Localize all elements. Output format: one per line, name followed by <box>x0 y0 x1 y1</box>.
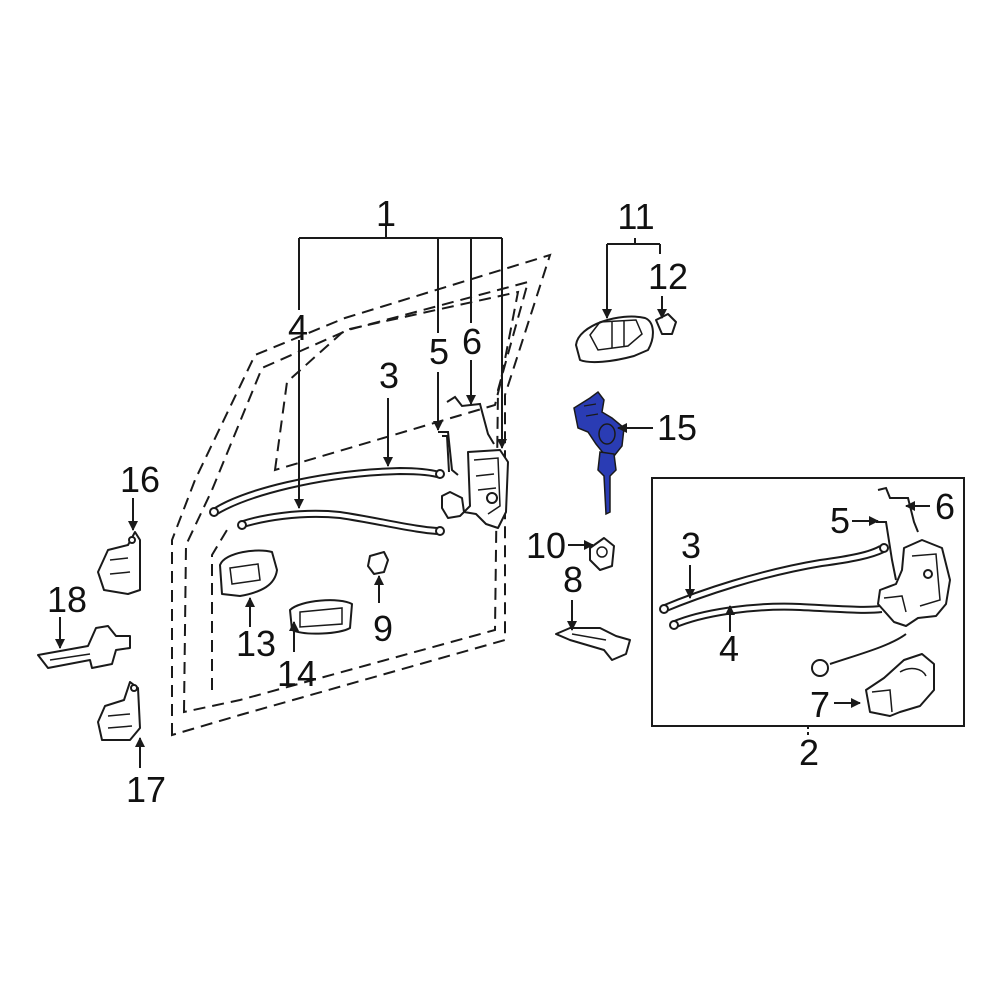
part-1-lock-assembly <box>441 449 509 529</box>
callout-12: 12 <box>648 256 688 297</box>
part-18-check <box>37 625 131 669</box>
part-17-hinge <box>97 681 141 741</box>
callout-9: 9 <box>373 608 393 649</box>
callout-4: 4 <box>288 307 308 348</box>
callout-10: 10 <box>526 525 566 566</box>
part-4-cable <box>237 509 445 536</box>
part-9-clip <box>367 551 389 575</box>
inset-box <box>651 477 965 727</box>
callout-15: 15 <box>657 407 697 448</box>
door-outline <box>171 253 552 737</box>
callout-16: 16 <box>120 459 160 500</box>
part-15-lock-cylinder <box>573 390 625 516</box>
part-3-cable <box>209 466 445 517</box>
callout-3: 3 <box>379 355 399 396</box>
callout-5: 5 <box>429 331 449 372</box>
part-14-handle <box>289 599 353 635</box>
callout-2: 2 <box>799 732 819 773</box>
callout-5-inset: 5 <box>830 500 850 541</box>
callout-1: 1 <box>376 193 396 234</box>
part-12-clip <box>655 313 677 335</box>
part-10-clip <box>589 537 615 571</box>
part-5-rod <box>438 431 459 476</box>
part-16-hinge <box>97 531 141 595</box>
callout-14: 14 <box>277 653 317 694</box>
callout-labels: 1 4 3 5 6 16 18 17 13 14 9 11 12 15 10 8… <box>47 193 955 810</box>
callout-8: 8 <box>563 559 583 600</box>
callout-4-inset: 4 <box>719 628 739 669</box>
part-13-handle <box>219 549 278 597</box>
part-11-outside-handle <box>575 315 654 364</box>
part-6-rod <box>446 395 495 445</box>
callout-7: 7 <box>810 684 830 725</box>
callout-18: 18 <box>47 579 87 620</box>
callout-17: 17 <box>126 769 166 810</box>
callout-13: 13 <box>236 623 276 664</box>
callout-3-inset: 3 <box>681 525 701 566</box>
callout-6: 6 <box>462 321 482 362</box>
callout-11: 11 <box>617 196 654 237</box>
callout-6-inset: 6 <box>935 486 955 527</box>
part-8-bracket <box>555 627 631 661</box>
leader-lines <box>55 225 930 768</box>
